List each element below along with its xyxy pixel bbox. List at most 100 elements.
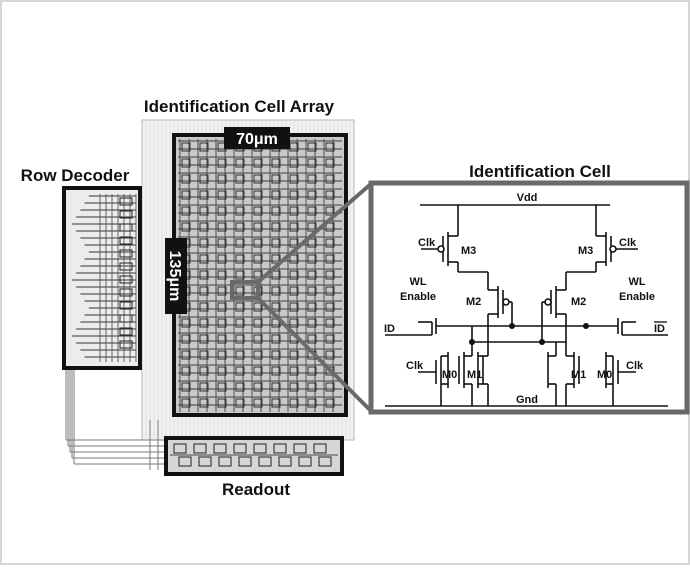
array-cell bbox=[199, 398, 209, 408]
array-cell bbox=[289, 190, 299, 200]
array-cell bbox=[217, 174, 227, 184]
array-cell bbox=[307, 254, 317, 264]
enable-label-left: Enable bbox=[400, 291, 436, 303]
array-cell bbox=[199, 270, 209, 280]
array-cell bbox=[253, 190, 263, 200]
readout-cell bbox=[198, 456, 212, 467]
array-cell bbox=[199, 366, 209, 376]
array-cell bbox=[217, 238, 227, 248]
array-cell bbox=[181, 190, 191, 200]
readout-cell bbox=[193, 443, 207, 454]
readout-cell bbox=[253, 443, 267, 454]
array-cell bbox=[289, 366, 299, 376]
cell-array-block bbox=[172, 133, 348, 417]
array-cell bbox=[235, 270, 245, 280]
array-cell bbox=[271, 366, 281, 376]
array-cell bbox=[289, 238, 299, 248]
array-cell bbox=[271, 302, 281, 312]
array-cell bbox=[325, 286, 335, 296]
decoder-cell bbox=[119, 197, 133, 206]
id-bar-label: ID bbox=[654, 323, 665, 335]
array-cell bbox=[307, 142, 317, 152]
array-cell bbox=[253, 206, 263, 216]
zoom-line-bottom bbox=[256, 296, 374, 414]
enable-label-right: Enable bbox=[619, 291, 655, 303]
array-cell bbox=[325, 350, 335, 360]
array-cell bbox=[271, 190, 281, 200]
array-cell bbox=[235, 190, 245, 200]
zoom-source-square bbox=[230, 280, 260, 300]
array-cell bbox=[289, 270, 299, 280]
readout-cell bbox=[258, 456, 272, 467]
decoder-cell bbox=[119, 301, 133, 310]
wl-label-left: WL bbox=[409, 276, 426, 288]
readout-cell bbox=[178, 456, 192, 467]
readout-cell bbox=[318, 456, 332, 467]
array-cell bbox=[217, 190, 227, 200]
decoder-cell bbox=[119, 249, 133, 258]
array-cell bbox=[307, 318, 317, 328]
array-cell bbox=[307, 238, 317, 248]
array-cell bbox=[253, 318, 263, 328]
array-cell bbox=[235, 334, 245, 344]
array-cell bbox=[181, 142, 191, 152]
array-cell bbox=[181, 206, 191, 216]
readout-cell bbox=[238, 456, 252, 467]
array-cell bbox=[217, 318, 227, 328]
node-dot-1 bbox=[469, 339, 475, 345]
array-cell bbox=[181, 398, 191, 408]
array-cell bbox=[217, 254, 227, 264]
array-cell bbox=[235, 366, 245, 376]
array-cell bbox=[307, 286, 317, 296]
array-cell bbox=[307, 158, 317, 168]
array-cell bbox=[235, 286, 245, 296]
array-cell bbox=[217, 270, 227, 280]
array-cell bbox=[325, 302, 335, 312]
readout-pattern bbox=[170, 443, 338, 467]
array-cell bbox=[253, 366, 263, 376]
wl-label-right: WL bbox=[628, 276, 645, 288]
decoder-cell bbox=[119, 223, 133, 232]
node-dot-2 bbox=[509, 323, 515, 329]
m1-label-left: M1 bbox=[467, 369, 482, 381]
array-cell bbox=[199, 158, 209, 168]
id-label: ID bbox=[384, 323, 395, 335]
array-cell bbox=[289, 286, 299, 296]
height-dimension-label: 135μm bbox=[166, 251, 183, 302]
array-cell bbox=[307, 398, 317, 408]
array-cell bbox=[235, 302, 245, 312]
array-cell bbox=[253, 222, 263, 232]
array-cell bbox=[289, 158, 299, 168]
m3-label-right: M3 bbox=[578, 245, 593, 257]
array-cell bbox=[271, 238, 281, 248]
array-cell bbox=[307, 190, 317, 200]
node-dot-3 bbox=[539, 339, 545, 345]
row-decoder-label: Row Decoder bbox=[21, 166, 130, 185]
chip-layout: 70μm 135μm Identification Cell Array Row… bbox=[21, 97, 355, 499]
left-m2-bubble bbox=[502, 298, 510, 306]
array-cell bbox=[253, 158, 263, 168]
array-cell bbox=[181, 334, 191, 344]
right-m2-bubble bbox=[544, 298, 552, 306]
array-cell bbox=[217, 334, 227, 344]
array-cell bbox=[271, 382, 281, 392]
decoder-cell bbox=[119, 314, 133, 323]
node-dot-4 bbox=[583, 323, 589, 329]
array-cell bbox=[325, 398, 335, 408]
readout-label: Readout bbox=[222, 480, 290, 499]
array-cell bbox=[271, 254, 281, 264]
array-cell bbox=[235, 350, 245, 360]
array-cell bbox=[307, 222, 317, 232]
readout-cell bbox=[213, 443, 227, 454]
m2-label-left: M2 bbox=[466, 296, 481, 308]
array-cell bbox=[271, 222, 281, 232]
schematic-wires bbox=[385, 204, 668, 407]
readout-cell bbox=[298, 456, 312, 467]
array-cell bbox=[253, 254, 263, 264]
readout-cell bbox=[233, 443, 247, 454]
array-cell bbox=[235, 382, 245, 392]
width-dimension-label: 70μm bbox=[236, 131, 278, 148]
array-cell bbox=[199, 254, 209, 264]
